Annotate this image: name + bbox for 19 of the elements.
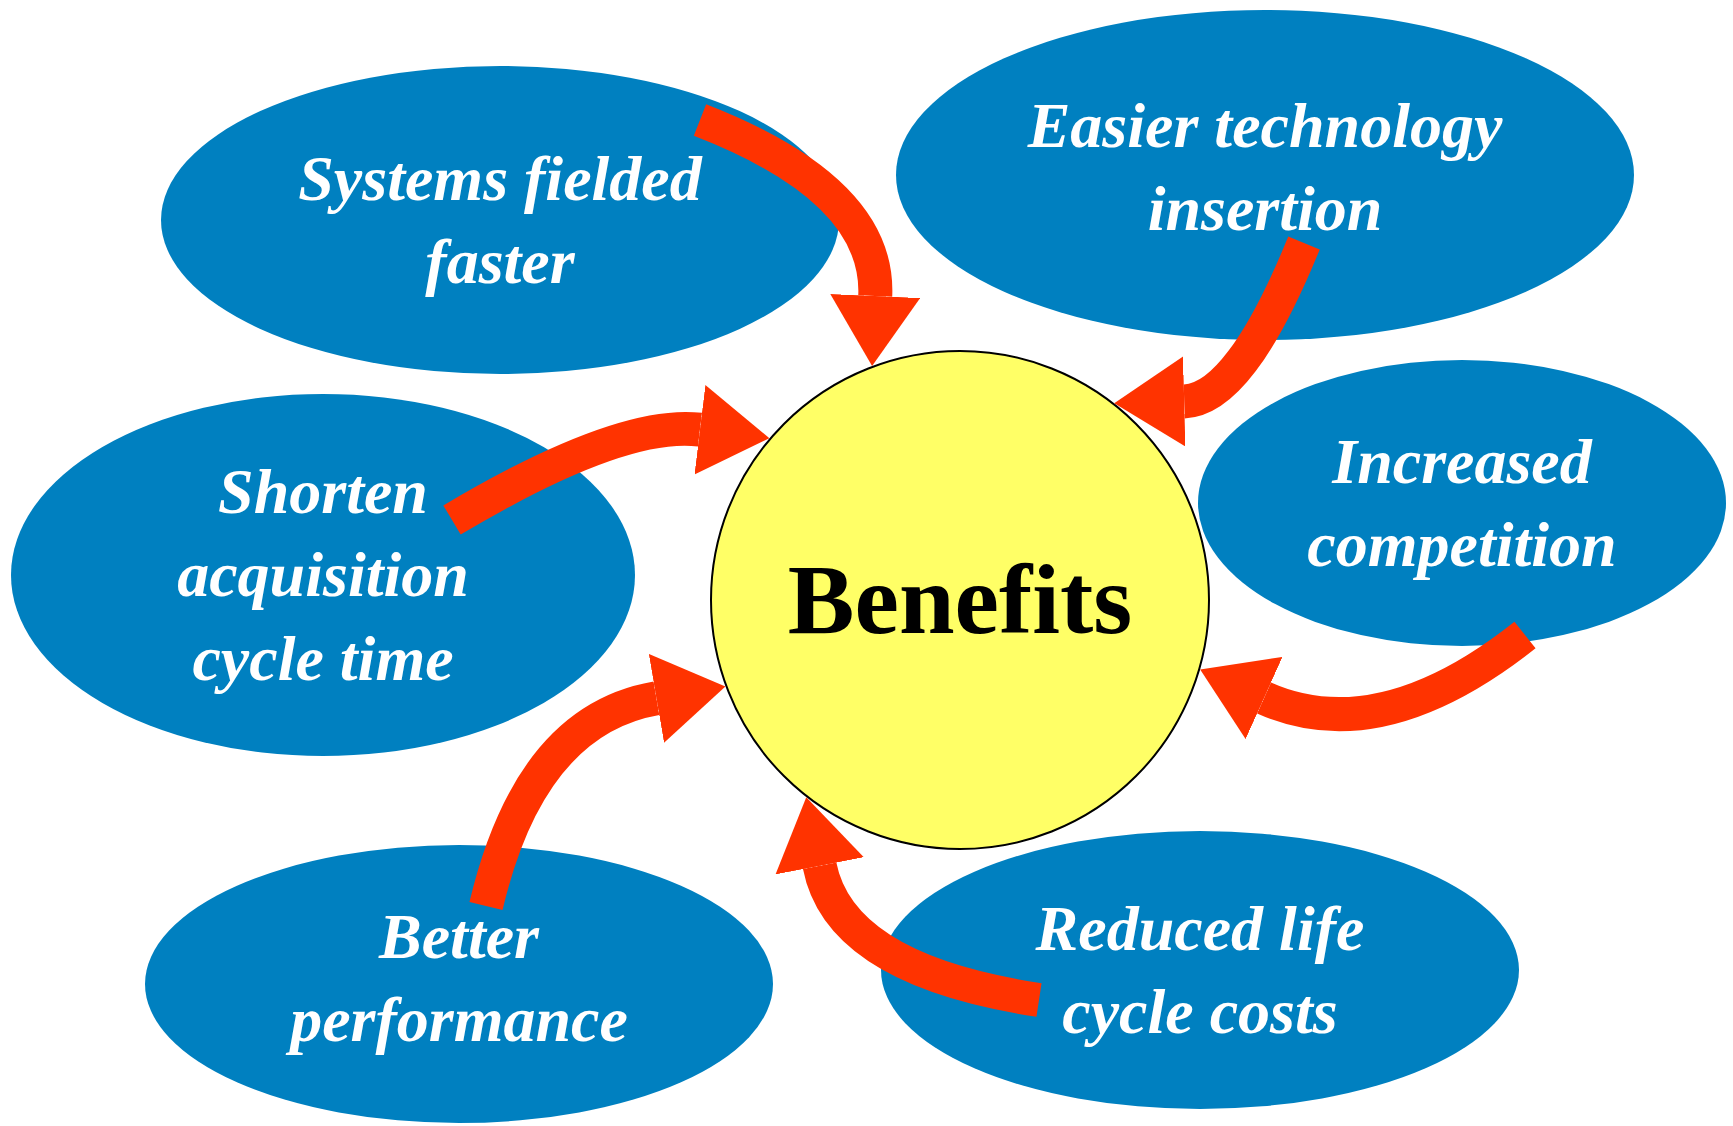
benefit-label: Easier technology insertion — [1026, 88, 1504, 246]
benefit-ellipse — [10, 393, 636, 757]
center-title: Benefits — [786, 545, 1134, 655]
curved-arrow — [776, 798, 1042, 1017]
benefit-ellipse — [880, 830, 1520, 1110]
curved-arrow — [1198, 621, 1536, 741]
curved-arrow — [693, 104, 921, 366]
benefit-label: Systems fielded faster — [297, 141, 704, 299]
benefit-ellipse — [895, 9, 1635, 341]
benefit-label: Shorten acquisition cycle time — [176, 455, 470, 696]
curved-arrow — [1114, 236, 1320, 446]
benefit-ellipse — [160, 65, 840, 375]
curved-arrow — [443, 384, 770, 535]
benefit-label: Increased competition — [1306, 424, 1618, 582]
benefit-label: Better performance — [224, 894, 694, 1062]
benefit-ellipse — [1197, 359, 1727, 647]
center-circle — [710, 350, 1210, 850]
benefit-label: Reduced life cycle costs — [1034, 891, 1366, 1049]
benefit-ellipse — [144, 844, 774, 1124]
